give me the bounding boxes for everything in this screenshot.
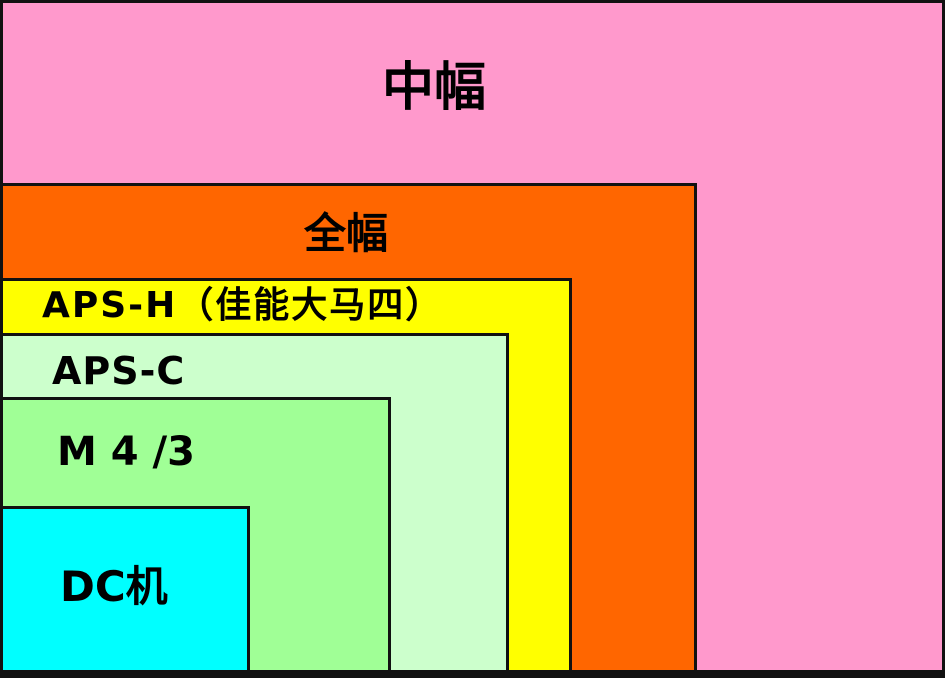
medium-format-label: 中幅 [382,58,487,118]
aps-c-label: APS-C [52,349,186,393]
dc-label: DC机 [60,562,168,611]
full-frame-label: 全幅 [304,209,389,258]
m43-label: M 4 /3 [57,429,195,475]
dc-box [0,506,250,673]
aps-h-label: APS-H（佳能大马四） [42,285,444,326]
